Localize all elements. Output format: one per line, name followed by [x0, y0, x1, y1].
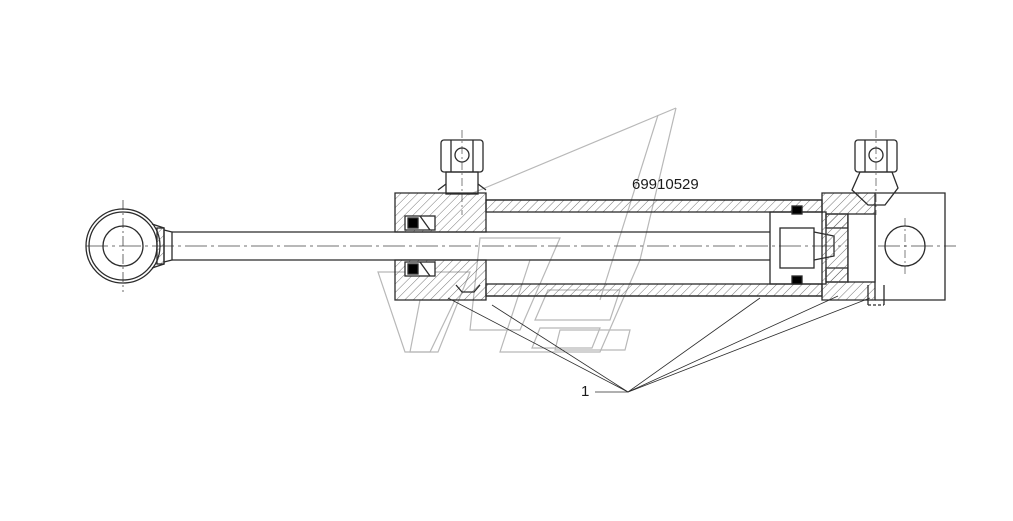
rear-end-cap: [821, 192, 946, 306]
front-port-fitting: [437, 130, 487, 215]
rod-eye: [85, 200, 173, 292]
cylinder-tube: [485, 199, 823, 297]
rear-port-fitting: [851, 130, 899, 215]
callout-leaders: [447, 295, 871, 393]
front-gland: [394, 192, 487, 301]
callout-item-1: 1: [581, 383, 590, 400]
part-number-label: 69910529: [632, 176, 699, 193]
